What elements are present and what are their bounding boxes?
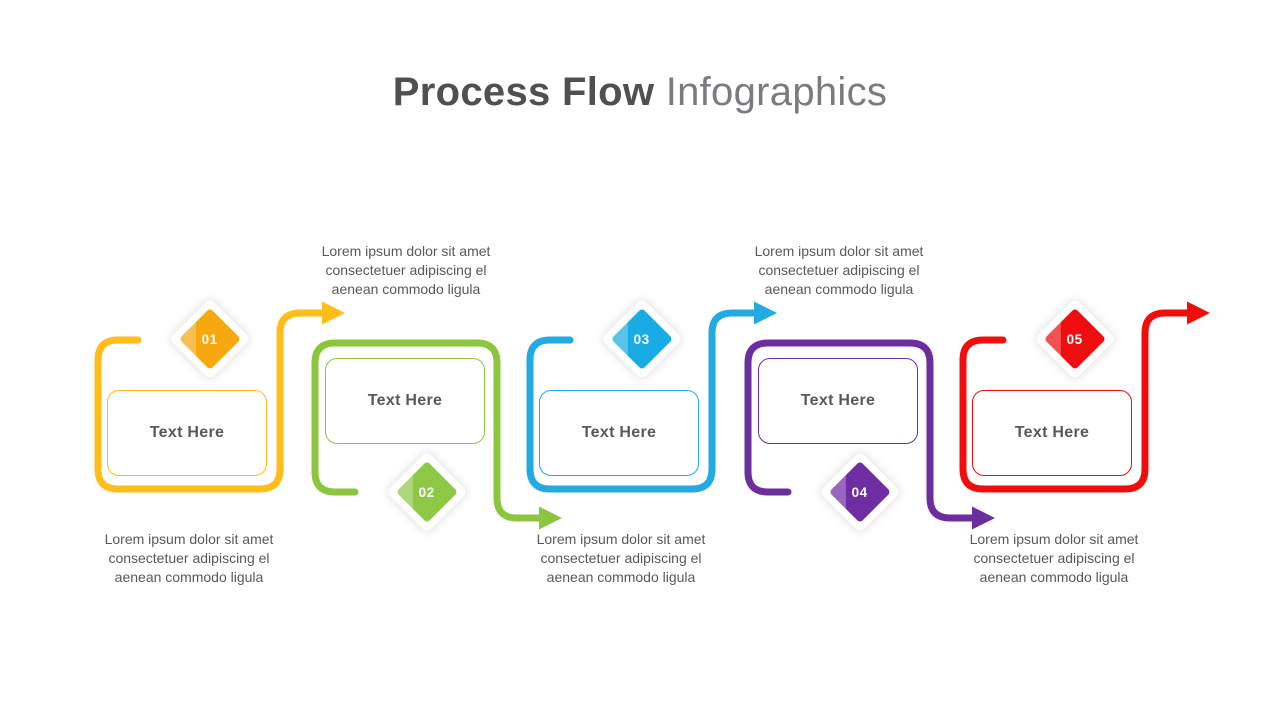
connector-step-4: [744, 339, 995, 530]
description-line: aenean commodo ligula: [114, 569, 264, 585]
description-line: consectetuer adipiscing el: [758, 262, 920, 278]
diamond-icon: 02: [395, 460, 459, 524]
description-line: Lorem ipsum dolor sit amet: [104, 531, 274, 547]
step-4-number-badge: 04: [818, 450, 902, 534]
arrowhead-icon: [972, 506, 995, 530]
step-3-description: Lorem ipsum dolor sit amet consectetuer …: [501, 530, 741, 587]
connector-step-3: [526, 301, 777, 493]
arrowhead-icon: [539, 506, 562, 530]
description-line: Lorem ipsum dolor sit amet: [536, 531, 706, 547]
page-title: Process Flow Infographics: [0, 70, 1280, 114]
description-line: Lorem ipsum dolor sit amet: [754, 243, 924, 259]
step-5: 05 Text Here Lorem ipsum dolor sit amet …: [963, 230, 1223, 610]
step-2-text-placeholder: Text Here: [325, 358, 485, 444]
text-here-label: Text Here: [367, 392, 443, 409]
step-5-number-badge: 05: [1033, 297, 1117, 381]
diamond-icon: 03: [610, 307, 674, 371]
step-4-description: Lorem ipsum dolor sit amet consectetuer …: [719, 242, 959, 299]
description-line: consectetuer adipiscing el: [108, 550, 270, 566]
connector-step-5: [959, 301, 1210, 493]
description-line: aenean commodo ligula: [546, 569, 696, 585]
step-1-description: Lorem ipsum dolor sit amet consectetuer …: [69, 530, 309, 587]
step-1: 01 Text Here Lorem ipsum dolor sit amet …: [98, 230, 358, 610]
step-4: 04 Text Here Lorem ipsum dolor sit amet …: [748, 230, 1008, 610]
step-2: 02 Text Here Lorem ipsum dolor sit amet …: [315, 230, 575, 610]
step-1-number-badge: 01: [168, 297, 252, 381]
step-number: 05: [1066, 331, 1084, 347]
step-1-text-placeholder: Text Here: [107, 390, 267, 476]
diamond-icon: 01: [178, 307, 242, 371]
description-line: Lorem ipsum dolor sit amet: [321, 243, 491, 259]
title-secondary: Infographics: [665, 70, 888, 114]
description-line: Lorem ipsum dolor sit amet: [969, 531, 1139, 547]
arrowhead-icon: [754, 301, 777, 325]
description-line: aenean commodo ligula: [979, 569, 1129, 585]
description-line: consectetuer adipiscing el: [325, 262, 487, 278]
step-3-number-badge: 03: [600, 297, 684, 381]
description-line: aenean commodo ligula: [331, 281, 481, 297]
text-here-label: Text Here: [1014, 424, 1090, 441]
step-number: 01: [201, 331, 219, 347]
diamond-icon: 05: [1043, 307, 1107, 371]
title-primary: Process Flow: [392, 70, 655, 114]
description-line: consectetuer adipiscing el: [973, 550, 1135, 566]
text-here-label: Text Here: [149, 424, 225, 441]
description-line: consectetuer adipiscing el: [540, 550, 702, 566]
arrowhead-icon: [1187, 301, 1210, 325]
step-5-description: Lorem ipsum dolor sit amet consectetuer …: [934, 530, 1174, 587]
step-3-text-placeholder: Text Here: [539, 390, 699, 476]
arrowhead-icon: [322, 301, 345, 325]
description-line: aenean commodo ligula: [764, 281, 914, 297]
text-here-label: Text Here: [581, 424, 657, 441]
connector-step-2: [311, 339, 562, 530]
step-4-text-placeholder: Text Here: [758, 358, 918, 444]
connector-step-1: [94, 301, 345, 493]
step-number: 02: [418, 484, 436, 500]
step-5-text-placeholder: Text Here: [972, 390, 1132, 476]
diamond-icon: 04: [828, 460, 892, 524]
step-2-number-badge: 02: [385, 450, 469, 534]
text-here-label: Text Here: [800, 392, 876, 409]
step-2-description: Lorem ipsum dolor sit amet consectetuer …: [286, 242, 526, 299]
step-number: 04: [851, 484, 869, 500]
step-number: 03: [633, 331, 651, 347]
step-3: 03 Text Here Lorem ipsum dolor sit amet …: [530, 230, 790, 610]
